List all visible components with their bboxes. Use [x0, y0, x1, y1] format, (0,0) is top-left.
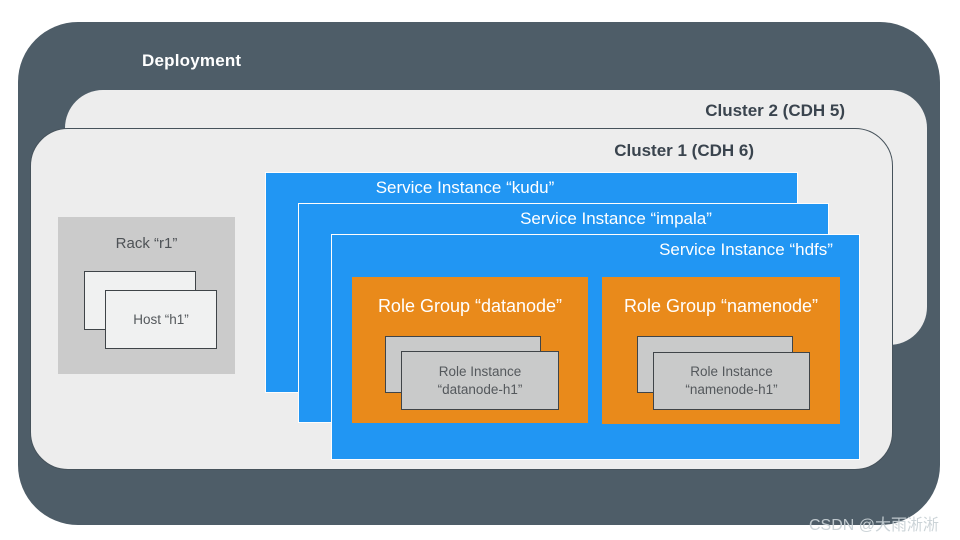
role-instance-datanode-line1: Role Instance — [438, 363, 522, 379]
role-instance-namenode-line1: Role Instance — [690, 364, 773, 380]
role-instance-datanode-front-box: Role Instance “datanode-h1” — [401, 351, 559, 410]
role-group-namenode-label: Role Group “namenode” — [623, 296, 819, 316]
cluster1-label: Cluster 1 (CDH 6) — [614, 141, 754, 160]
rack-label: Rack “r1” — [115, 235, 178, 252]
role-instance-namenode-line2: “namenode-h1” — [685, 382, 778, 397]
service-instance-hdfs-label: Service Instance “hdfs” — [659, 240, 833, 259]
role-group-datanode-box: Role Group “datanode” Role Instance “dat… — [352, 277, 588, 423]
host-box-front: Host “h1” — [105, 290, 217, 349]
role-group-datanode-label: Role Group “datanode” — [377, 296, 563, 316]
rack-box: Rack “r1” Host “h1” — [58, 217, 235, 374]
role-group-namenode-box: Role Group “namenode” Role Instance “nam… — [602, 277, 840, 424]
service-instance-impala-label: Service Instance “impala” — [520, 209, 712, 228]
service-instance-kudu-label: Service Instance “kudu” — [375, 178, 555, 197]
role-instance-datanode-line2: “datanode-h1” — [437, 381, 523, 397]
host-label: Host “h1” — [133, 312, 189, 327]
watermark-text: CSDN @大雨淅淅 — [809, 517, 940, 534]
cluster2-label: Cluster 2 (CDH 5) — [705, 101, 845, 120]
deployment-label: Deployment — [142, 51, 242, 70]
role-instance-namenode-front-box: Role Instance “namenode-h1” — [653, 352, 810, 410]
